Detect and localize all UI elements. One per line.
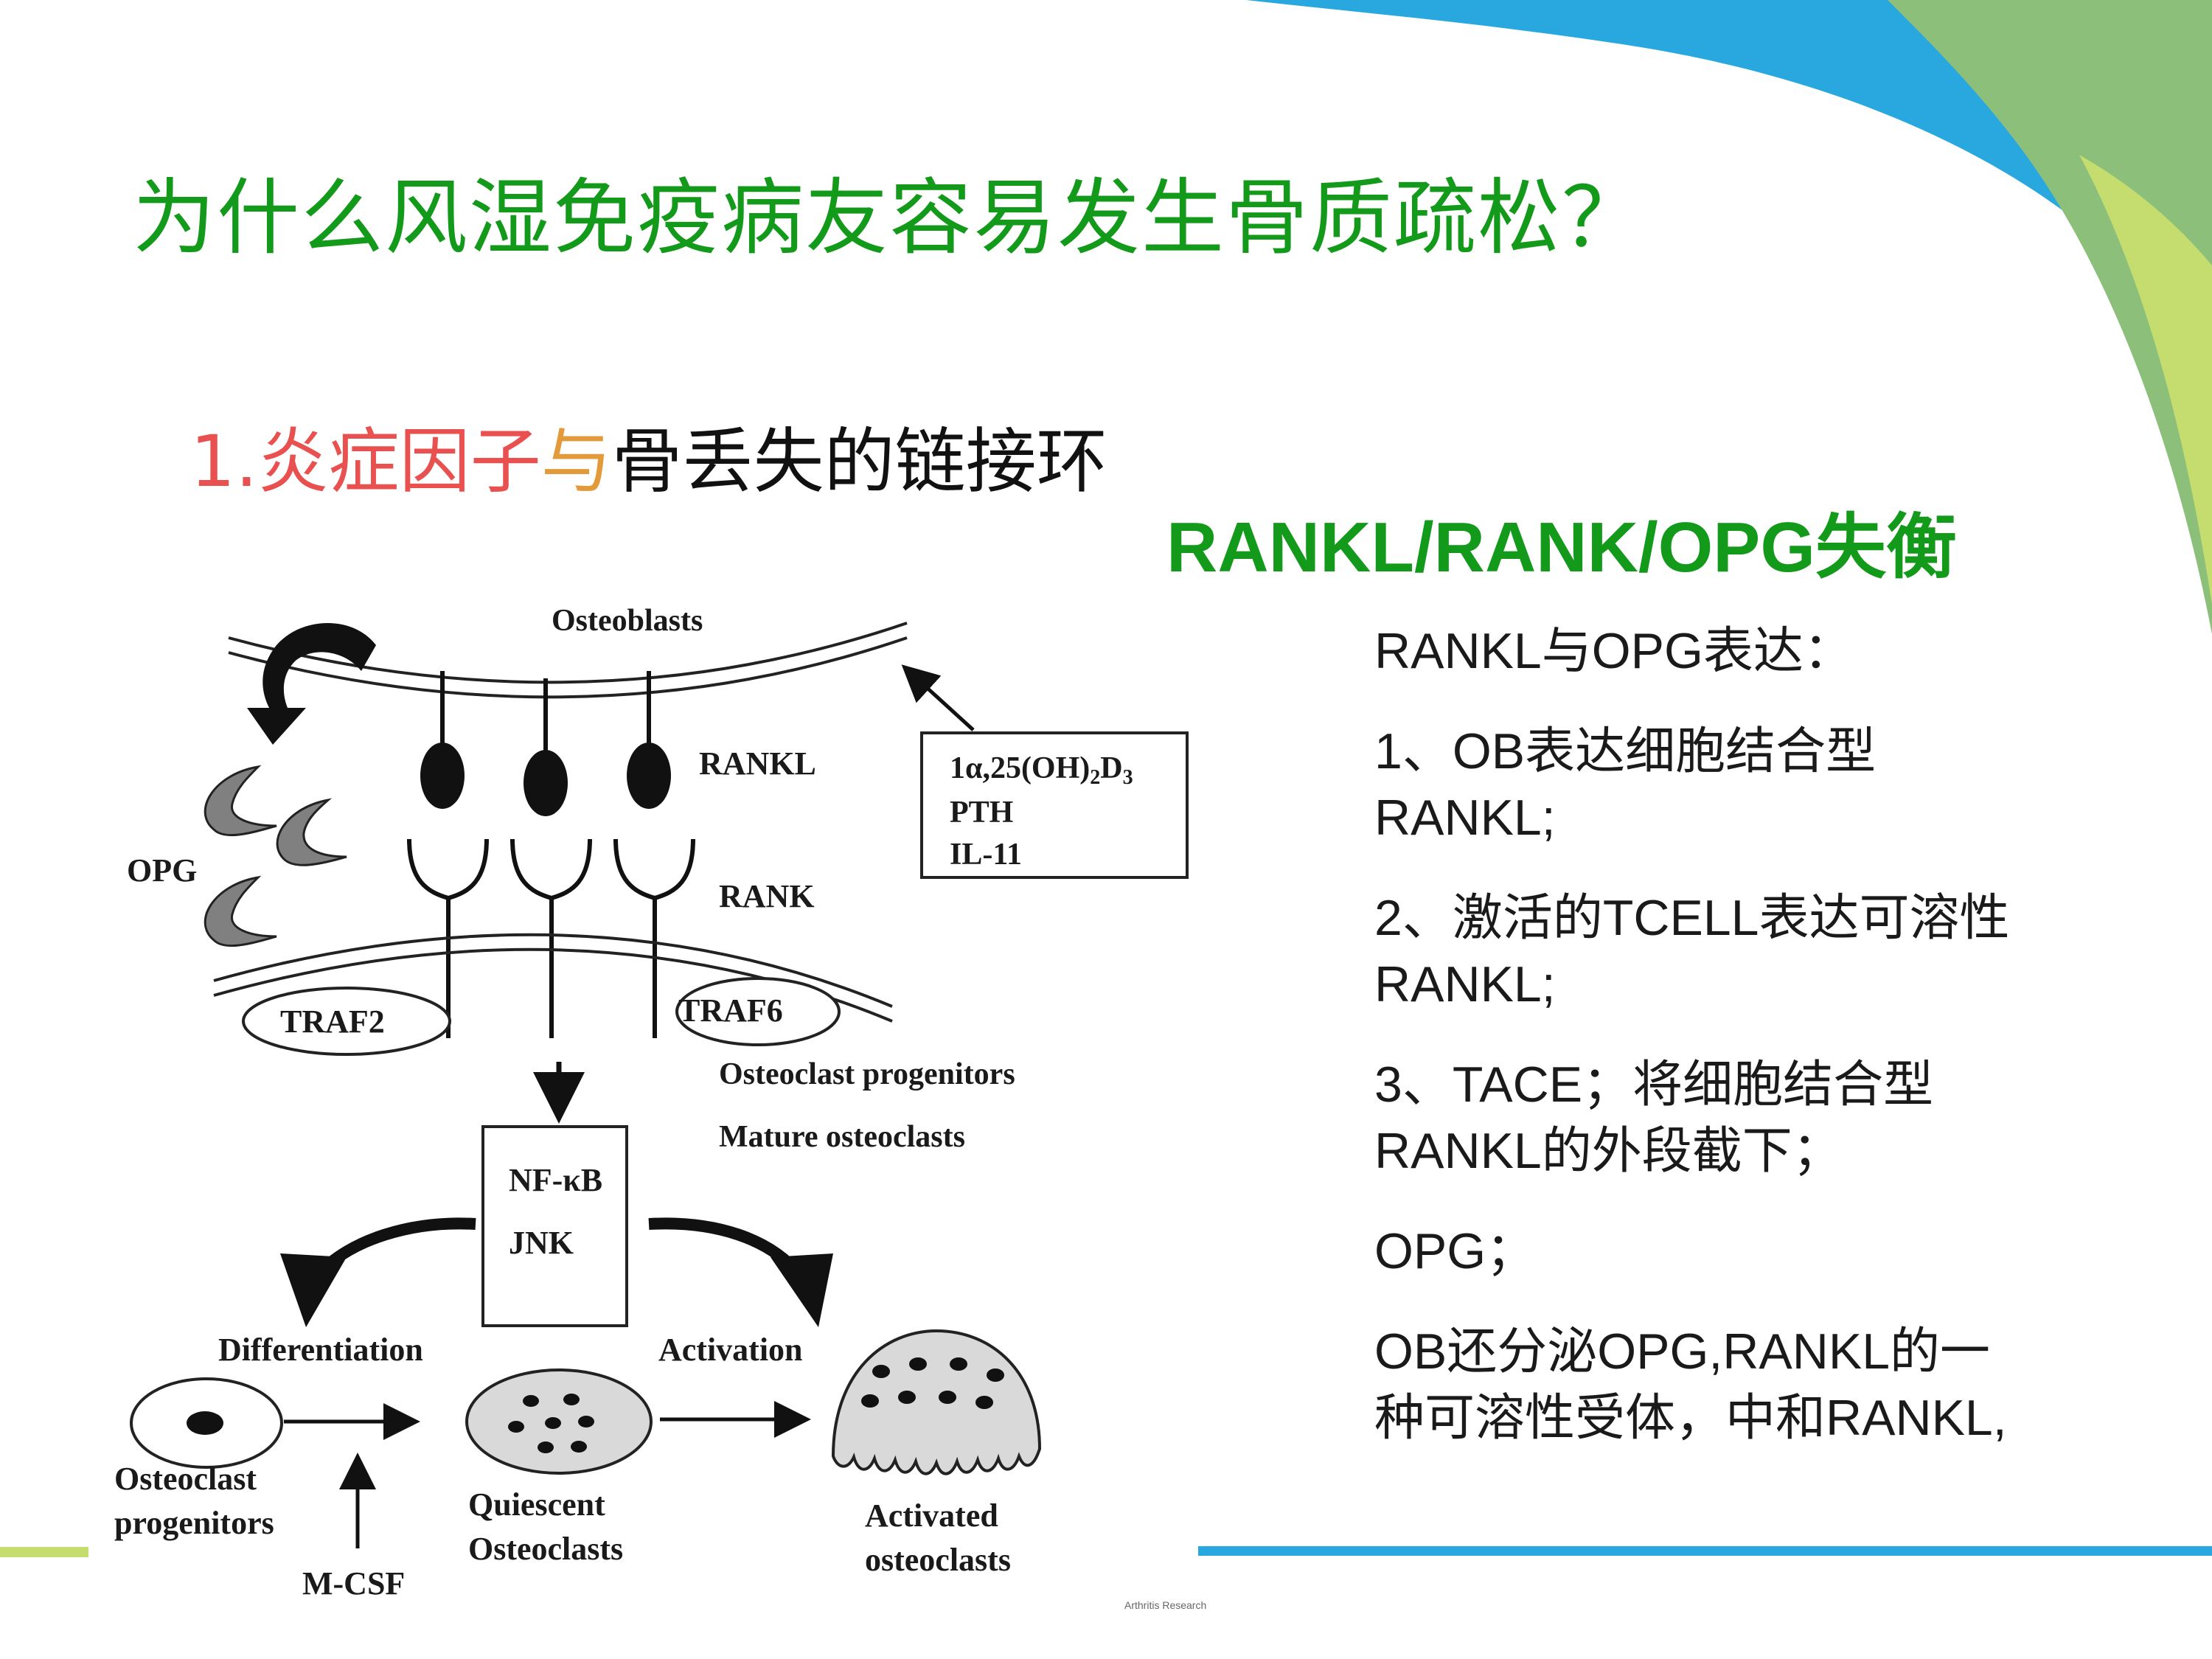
progenitors-label-line2: progenitors bbox=[114, 1505, 274, 1541]
factor-il11: IL-11 bbox=[950, 838, 1022, 872]
rankl-molecule-icon bbox=[627, 742, 671, 809]
nfkb-label: NF-κB bbox=[509, 1162, 602, 1198]
bottom-line-blue bbox=[1198, 1546, 2212, 1556]
osteoclast-progenitors-label: Osteoclast progenitors bbox=[719, 1057, 1015, 1091]
mature-osteoclasts-label: Mature osteoclasts bbox=[719, 1120, 965, 1154]
explanation-line: 种可溶性受体，中和RANKL, bbox=[1374, 1390, 2007, 1446]
differentiation-arrowhead bbox=[280, 1253, 347, 1327]
explanation-paragraph: 3、TACE；将细胞结合型 RANKL的外段截下； bbox=[1374, 1051, 2126, 1184]
jnk-label: JNK bbox=[509, 1225, 574, 1261]
factor-vitamin-d-text: 1α,25(OH) bbox=[950, 751, 1090, 785]
explanation-line: 3、TACE；将细胞结合型 bbox=[1374, 1057, 1934, 1113]
rank-receptor-icon bbox=[613, 838, 695, 901]
progenitors-label-line1: Osteoclast bbox=[114, 1461, 257, 1497]
slide-subtitle: 1.炎症因子与骨丢失的链接环 bbox=[190, 404, 1107, 507]
curved-arrow-icon bbox=[247, 623, 376, 745]
explanation-line: 2、激活的TCELL表达可溶性 bbox=[1374, 890, 2010, 946]
activated-nuclei bbox=[861, 1357, 1004, 1409]
differentiation-arrow bbox=[313, 1217, 476, 1280]
opg-molecule-icon bbox=[276, 798, 347, 866]
activated-label-line1: Activated bbox=[865, 1498, 998, 1534]
activation-arrowhead bbox=[771, 1253, 833, 1327]
decoration-lime-swoosh bbox=[2079, 155, 2212, 605]
explanation-line: RANKL与OPG表达： bbox=[1374, 623, 1854, 679]
rank-label: RANK bbox=[719, 878, 815, 914]
opg-label: OPG bbox=[127, 852, 197, 888]
activated-label-line2: osteoclasts bbox=[865, 1542, 1011, 1578]
opg-molecules bbox=[204, 765, 347, 947]
explanation-line: OPG； bbox=[1374, 1223, 1537, 1279]
explanation-line: OB还分泌OPG,RANKL的一 bbox=[1374, 1324, 1991, 1380]
rankl-heading: RANKL/RANK/OPG失衡 bbox=[1166, 508, 1957, 587]
traf6-label: TRAF6 bbox=[678, 992, 783, 1029]
progenitor-nucleus-icon bbox=[187, 1411, 223, 1435]
explanation-line: 1、OB表达细胞结合型 bbox=[1374, 723, 1877, 779]
activation-label: Activation bbox=[658, 1332, 803, 1368]
activation-arrow bbox=[648, 1217, 805, 1280]
opg-molecule-icon bbox=[204, 765, 277, 837]
factors-arrow bbox=[901, 664, 975, 731]
factor-vitamin-d: 1α,25(OH)2D3 bbox=[950, 751, 1133, 789]
differentiation-label: Differentiation bbox=[218, 1332, 423, 1368]
subtitle-part-inflammation: 1.炎症因子 bbox=[190, 420, 541, 503]
progenitor-membrane-outer bbox=[213, 933, 893, 1008]
explanation-text: RANKL与OPG表达： 1、OB表达细胞结合型 RANKL; 2、激活的TCEL… bbox=[1374, 618, 2126, 1485]
osteoblasts-label: Osteoblasts bbox=[552, 604, 703, 638]
quiescent-label-line2: Osteoclasts bbox=[468, 1531, 623, 1567]
explanation-paragraph: 1、OB表达细胞结合型 RANKL; bbox=[1374, 718, 2126, 851]
subtitle-part-and: 与 bbox=[540, 420, 612, 503]
rankl-molecules bbox=[420, 671, 671, 816]
opg-molecule-icon bbox=[204, 875, 277, 947]
explanation-line: RANKL的外段截下； bbox=[1374, 1123, 1843, 1179]
traf6-ellipse bbox=[675, 977, 841, 1046]
explanation-paragraph: 2、激活的TCELL表达可溶性 RANKL; bbox=[1374, 885, 2126, 1018]
osteoblast-membrane-inner bbox=[228, 636, 908, 699]
quiescent-label-line1: Quiescent bbox=[468, 1486, 605, 1523]
explanation-paragraph: OB还分泌OPG,RANKL的一种可溶性受体，中和RANKL, bbox=[1374, 1318, 2126, 1451]
explanation-paragraph: RANKL与OPG表达： bbox=[1374, 618, 2126, 684]
image-credit: Arthritis Research bbox=[1124, 1599, 1206, 1611]
bottom-line-lime bbox=[0, 1547, 88, 1557]
rankl-label: RANKL bbox=[699, 745, 816, 782]
decoration-blue-swoosh bbox=[1246, 0, 2212, 383]
explanation-paragraph: OPG； bbox=[1374, 1218, 2126, 1284]
rankl-molecule-icon bbox=[524, 750, 568, 816]
decoration-green-swoosh bbox=[1888, 0, 2212, 634]
factor-vitamin-d-sub: 3 bbox=[1123, 766, 1133, 789]
mcsf-label: M-CSF bbox=[302, 1565, 405, 1601]
osteoblast-membrane-outer bbox=[228, 622, 908, 684]
subtitle-part-bone-loss: 骨丢失的链接环 bbox=[611, 420, 1107, 503]
factor-vitamin-d-sub: 2 bbox=[1090, 766, 1100, 789]
rank-receptor-icon bbox=[510, 838, 592, 901]
slide-title: 为什么风湿免疫病友容易发生骨质疏松？ bbox=[133, 170, 1646, 266]
rankl-molecule-icon bbox=[420, 742, 465, 809]
explanation-line: RANKL; bbox=[1374, 790, 1556, 846]
rank-receptor-icon bbox=[407, 838, 489, 901]
quiescent-nuclei bbox=[508, 1394, 594, 1453]
traf2-ellipse bbox=[242, 987, 451, 1056]
rankl-pathway-diagram: Osteoblasts RANKL RANK OPG TRAF2 TRAF6 1… bbox=[114, 604, 1206, 1611]
explanation-line: RANKL; bbox=[1374, 956, 1556, 1012]
factors-box bbox=[920, 731, 1189, 879]
nfkb-box bbox=[481, 1125, 628, 1327]
factor-vitamin-d-text: D bbox=[1100, 751, 1122, 785]
factor-pth: PTH bbox=[950, 796, 1013, 830]
traf2-label: TRAF2 bbox=[280, 1004, 385, 1040]
